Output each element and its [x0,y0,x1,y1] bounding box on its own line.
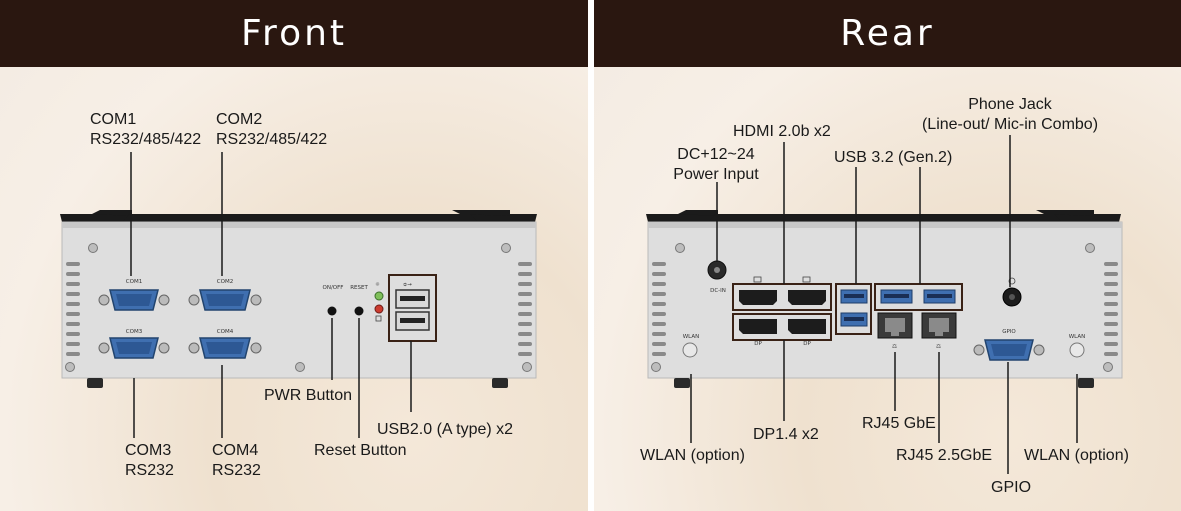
com3-port-label: COM3 [126,329,143,335]
front-leader-lines [130,152,412,438]
hdmi-ports [739,276,826,305]
front-vent-slots [66,262,532,356]
reset-button-callout: Reset Button [314,442,407,459]
front-title: Front [0,0,588,67]
usb32-ports-left [840,289,868,327]
com1-port-label: COM1 [126,279,142,285]
phone-jack-callout-line2: (Line-out/ Mic-in Combo) [921,116,1099,133]
hdmi-highlight-box [732,283,832,311]
usb32-callout: USB 3.2 (Gen.2) [834,149,953,166]
power-button [327,306,337,316]
rj45-25gbe-callout: RJ45 2.5GbE [896,447,993,464]
com4-callout-name: COM4 [212,442,259,459]
com3-port [98,337,170,359]
dcin-panel-label: DC-IN [710,288,726,294]
com1-port [98,289,170,311]
com3-callout-name: COM3 [125,442,172,459]
com4-port-label: COM4 [217,329,234,335]
com4-port [188,337,262,359]
gpio-callout: GPIO [991,479,1032,496]
rear-panel: Rear DC-IN [594,0,1181,511]
gpio-port [973,339,1045,361]
dc-in-jack [707,260,727,280]
rear-foot-right [1078,378,1094,388]
com2-callout-name: COM2 [216,111,263,128]
wlan-right-callout: WLAN (option) [1024,447,1129,464]
gpio-panel-label: GPIO [1002,329,1016,335]
wlan-left-antenna-hole [682,342,698,358]
dp-callout: DP1.4 x2 [753,426,819,443]
status-leds: ☼ [374,281,384,322]
usb2-ports: ⯐→ [395,282,430,331]
rear-leader-lines [690,135,1078,474]
rear-foot-left [674,378,690,388]
com2-port [188,289,262,311]
dp-left-panel-label: DP [754,341,762,347]
com4-callout: COM4 RS232 [212,441,261,481]
wlan-left-callout: WLAN (option) [640,447,745,464]
onoff-label: ON/OFF [323,285,344,291]
rear-screws [651,243,1113,372]
front-screws [65,243,532,372]
phone-jack-callout: Phone Jack (Line-out/ Mic-in Combo) [910,95,1110,135]
dc-input-callout: DC+12~24 Power Input [656,145,776,185]
front-foot-left [87,378,103,388]
rj45-gbe-callout: RJ45 GbE [862,415,936,432]
front-foot-right [492,378,508,388]
com2-callout-spec: RS232/485/422 [216,131,328,148]
com2-callout: COM2 RS232/485/422 [216,110,327,150]
com4-callout-spec: RS232 [212,462,261,479]
pwr-button-callout: PWR Button [264,387,353,404]
rj45-gbe-port [877,312,913,339]
usb32-left-highlight-box [835,283,872,335]
com1-callout: COM1 RS232/485/422 [90,110,201,150]
usb32-ports-right [880,289,956,304]
rear-title: Rear [594,0,1181,67]
phone-jack [1002,277,1022,307]
hdmi-callout: HDMI 2.0b x2 [733,123,831,140]
phone-jack-callout-line1: Phone Jack [968,96,1052,113]
dp-ports [739,319,826,334]
usb2-highlight-box [388,274,437,342]
com3-callout: COM3 RS232 [125,441,174,481]
front-device-illustration: COM1 COM2 COM3 COM4 ON/OFF RESET ☼ ⯐→ [60,152,537,438]
com1-callout-name: COM1 [90,111,137,128]
rear-vent-slots [652,262,1118,356]
dc-input-callout-line1: DC+12~24 [677,146,755,163]
wlan-right-antenna-hole [1069,342,1085,358]
rj45-25gbe-port [921,312,957,339]
network-icon-left: ⚖ [892,343,897,350]
com3-callout-spec: RS232 [125,462,174,479]
svg-text:⯐→: ⯐→ [403,282,412,288]
usb32-right-highlight-box [874,283,963,311]
rear-device-illustration: DC-IN DP DP [646,135,1123,474]
com1-callout-spec: RS232/485/422 [90,131,202,148]
dp-highlight-box [732,313,832,341]
com2-port-label: COM2 [217,279,233,285]
reset-button [354,306,364,316]
dp-right-panel-label: DP [803,341,811,347]
network-icon-right: ⚖ [936,343,941,350]
wlan-right-panel-label: WLAN [1069,334,1086,340]
front-panel: Front [0,0,588,511]
wlan-left-panel-label: WLAN [683,334,700,340]
usb2-callout: USB2.0 (A type) x2 [377,421,514,438]
svg-text:☼: ☼ [375,281,380,288]
dc-input-callout-line2: Power Input [673,166,759,183]
reset-label: RESET [350,285,368,291]
